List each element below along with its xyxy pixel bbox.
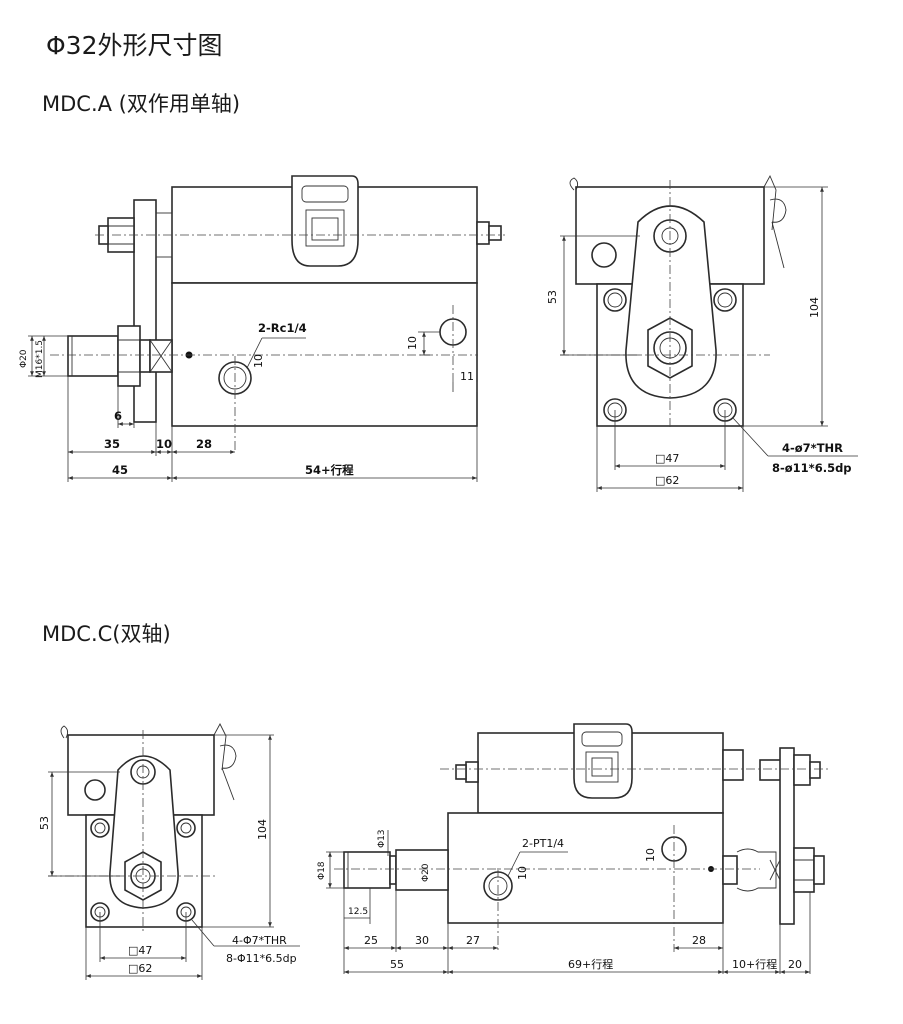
right-port-vert: 10: [406, 336, 419, 350]
a-end-height-104: 104: [808, 297, 821, 318]
rod: [67, 325, 193, 387]
c-dim-28: 28: [692, 934, 706, 947]
a-end-square-62: □62: [655, 474, 679, 487]
dim-6: 6: [114, 409, 122, 423]
top-clamp: [291, 175, 359, 267]
mdc-a-side-view: 2-Rc1/4 10 10 11 Φ20 M16*1.5 6 35 10 28: [19, 175, 505, 482]
section-a-title: MDC.A (双作用单轴): [42, 92, 241, 116]
port-offset: 10: [252, 354, 265, 368]
c-dia-20: Φ20: [421, 863, 431, 882]
c-end-height-53: 53: [38, 816, 51, 830]
lower-body: [171, 282, 478, 427]
c-end-square-47: □47: [128, 944, 152, 957]
c-dim-25: 25: [364, 934, 378, 947]
c-end-height-104: 104: [256, 819, 269, 840]
c-dia-18: Φ18: [317, 861, 327, 880]
c-port-offset: 10: [516, 866, 529, 880]
c-lower-body: [447, 812, 724, 924]
c-dim-12-5: 12.5: [348, 907, 368, 917]
page-title: Φ32外形尺寸图: [46, 31, 223, 60]
dim-54-stroke: 54+行程: [305, 463, 354, 477]
a-end-square-47: □47: [655, 452, 679, 465]
c-dim-27: 27: [466, 934, 480, 947]
c-dim-30: 30: [415, 934, 429, 947]
c-hole-note-1: 4-Φ7*THR: [232, 934, 287, 947]
a-hole-note-1: 4-ø7*THR: [782, 441, 843, 455]
mdc-c-side-view: 2-PT1/4 10 10 Φ18 Φ13 Φ20 12.5 25 30 27 …: [317, 723, 830, 974]
c-hole-note-2: 8-Φ11*6.5dp: [226, 952, 297, 965]
mdc-a-end-view: 53 104 □47 □62 4-ø7*THR 8-ø11*6.5dp: [546, 174, 858, 492]
a-end-height-53: 53: [546, 290, 559, 304]
rod-dia: Φ20: [19, 349, 29, 368]
right-port-horiz: 11: [460, 370, 474, 383]
c-port-label: 2-PT1/4: [522, 837, 564, 850]
c-right-port-vert: 10: [644, 848, 657, 862]
a-hole-note-2: 8-ø11*6.5dp: [772, 461, 852, 475]
c-dim-55: 55: [390, 958, 404, 971]
rod-thread: M16*1.5: [35, 340, 45, 378]
dim-45: 45: [112, 463, 128, 477]
c-dia-13: Φ13: [377, 829, 387, 848]
dim-28: 28: [196, 437, 212, 451]
dim-10: 10: [156, 437, 172, 451]
c-dim-20: 20: [788, 958, 802, 971]
left-plate: [133, 199, 157, 423]
c-dim-10-stroke: 10+行程: [732, 958, 777, 971]
c-top-clamp: [573, 723, 633, 799]
right-fitting: [476, 221, 502, 245]
dim-35: 35: [104, 437, 120, 451]
c-dim-69-stroke: 69+行程: [568, 958, 613, 971]
c-end-square-62: □62: [128, 962, 152, 975]
mdc-c-end-view: 53 104 □47 □62 4-Φ7*THR 8-Φ11*6.5dp: [38, 723, 300, 980]
port-label: 2-Rc1/4: [258, 321, 307, 335]
section-c-title: MDC.C(双轴): [42, 622, 171, 646]
